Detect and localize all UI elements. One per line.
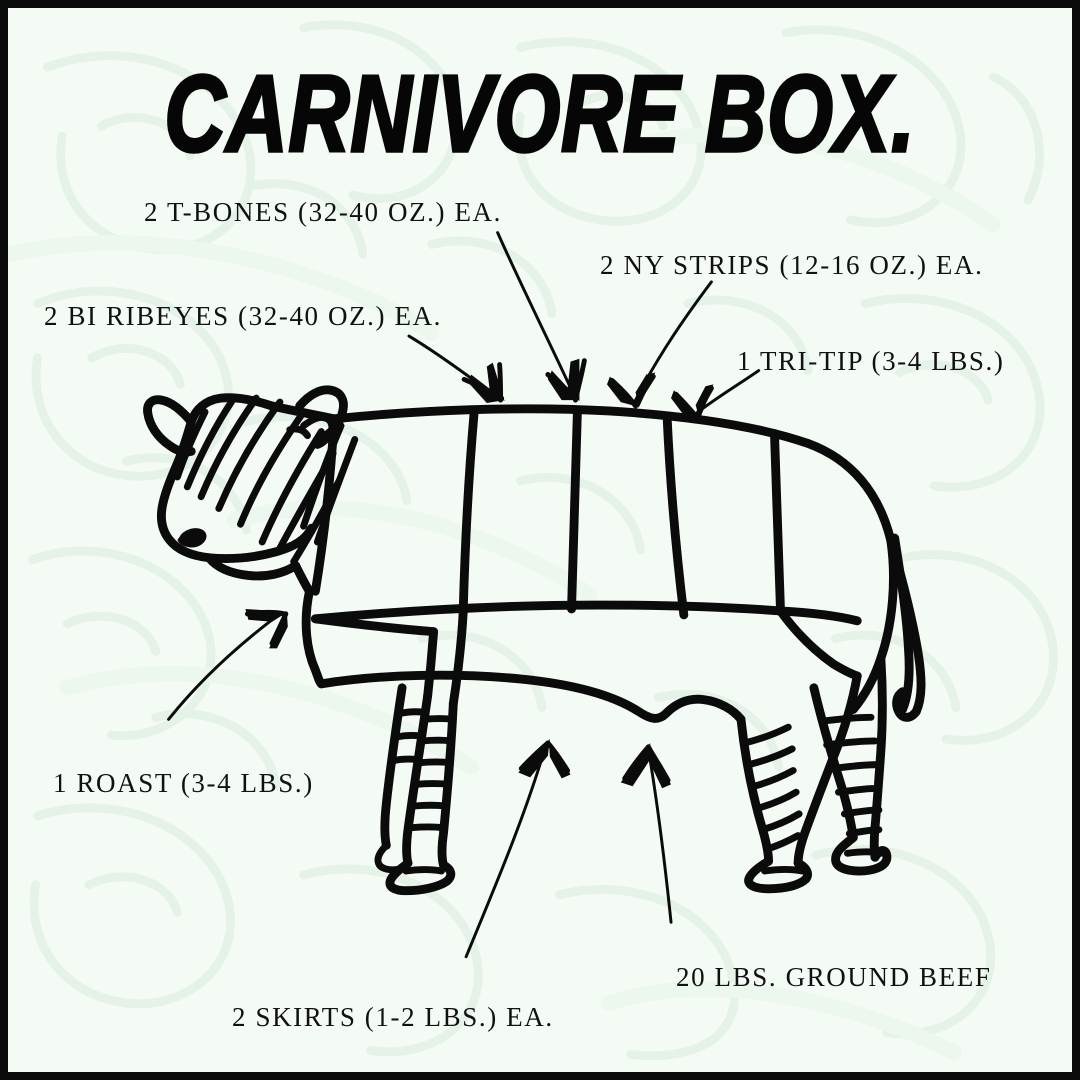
cow-head (143, 385, 348, 596)
label-ground-beef: 20 LBS. GROUND BEEF (676, 962, 992, 992)
label-tri-tip: 1 TRI-TIP (3-4 LBS.) (737, 346, 1005, 376)
arrow-tritip (671, 369, 761, 420)
arrow-ribeyes (407, 334, 505, 404)
cow-tail (886, 533, 926, 722)
cow-outline (267, 401, 898, 724)
cut-division-lines (310, 405, 862, 708)
arrow-groundbeef (620, 742, 673, 924)
arrow-roast (167, 608, 289, 721)
neck-hatching (300, 422, 359, 546)
arrow-nystrips (606, 280, 713, 409)
arrow-tbones (496, 231, 587, 403)
label-bi-ribeyes: 2 BI RIBEYES (32-40 OZ.) EA. (44, 301, 443, 331)
head-hatching (174, 394, 343, 566)
label-roast: 1 ROAST (3-4 LBS.) (53, 768, 314, 798)
label-skirts: 2 SKIRTS (1-2 LBS.) EA. (232, 1002, 554, 1032)
cow-hind-legs (736, 653, 892, 894)
label-ny-strips: 2 NY STRIPS (12-16 OZ.) EA. (600, 250, 984, 280)
cow-front-legs (374, 683, 458, 896)
arrow-skirts (464, 739, 571, 959)
label-tbones: 2 T-BONES (32-40 OZ.) EA. (144, 197, 502, 227)
page-title: CARNIVORE BOX. (163, 54, 916, 175)
